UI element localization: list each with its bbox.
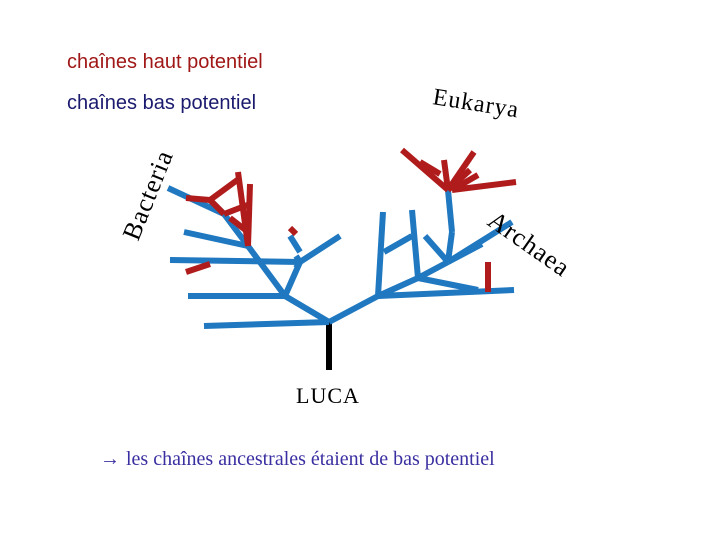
legend-high-potential: chaînes haut potentiel — [67, 51, 263, 73]
archaea-label: Archaea — [483, 205, 576, 282]
high-potential-branches — [185, 147, 517, 292]
legend-low-potential: chaînes bas potentiel — [67, 92, 257, 114]
luca-label: LUCA — [296, 383, 360, 408]
conclusion-text: les chaînes ancestrales étaient de bas p… — [126, 448, 495, 470]
low-potential-branches — [166, 185, 515, 329]
conclusion-line: → les chaînes ancestrales étaient de bas … — [100, 448, 495, 471]
arrow-right-icon: → — [100, 448, 120, 470]
eukarya-label: Eukarya — [431, 84, 521, 123]
bacteria-label: Bacteria — [117, 146, 179, 245]
